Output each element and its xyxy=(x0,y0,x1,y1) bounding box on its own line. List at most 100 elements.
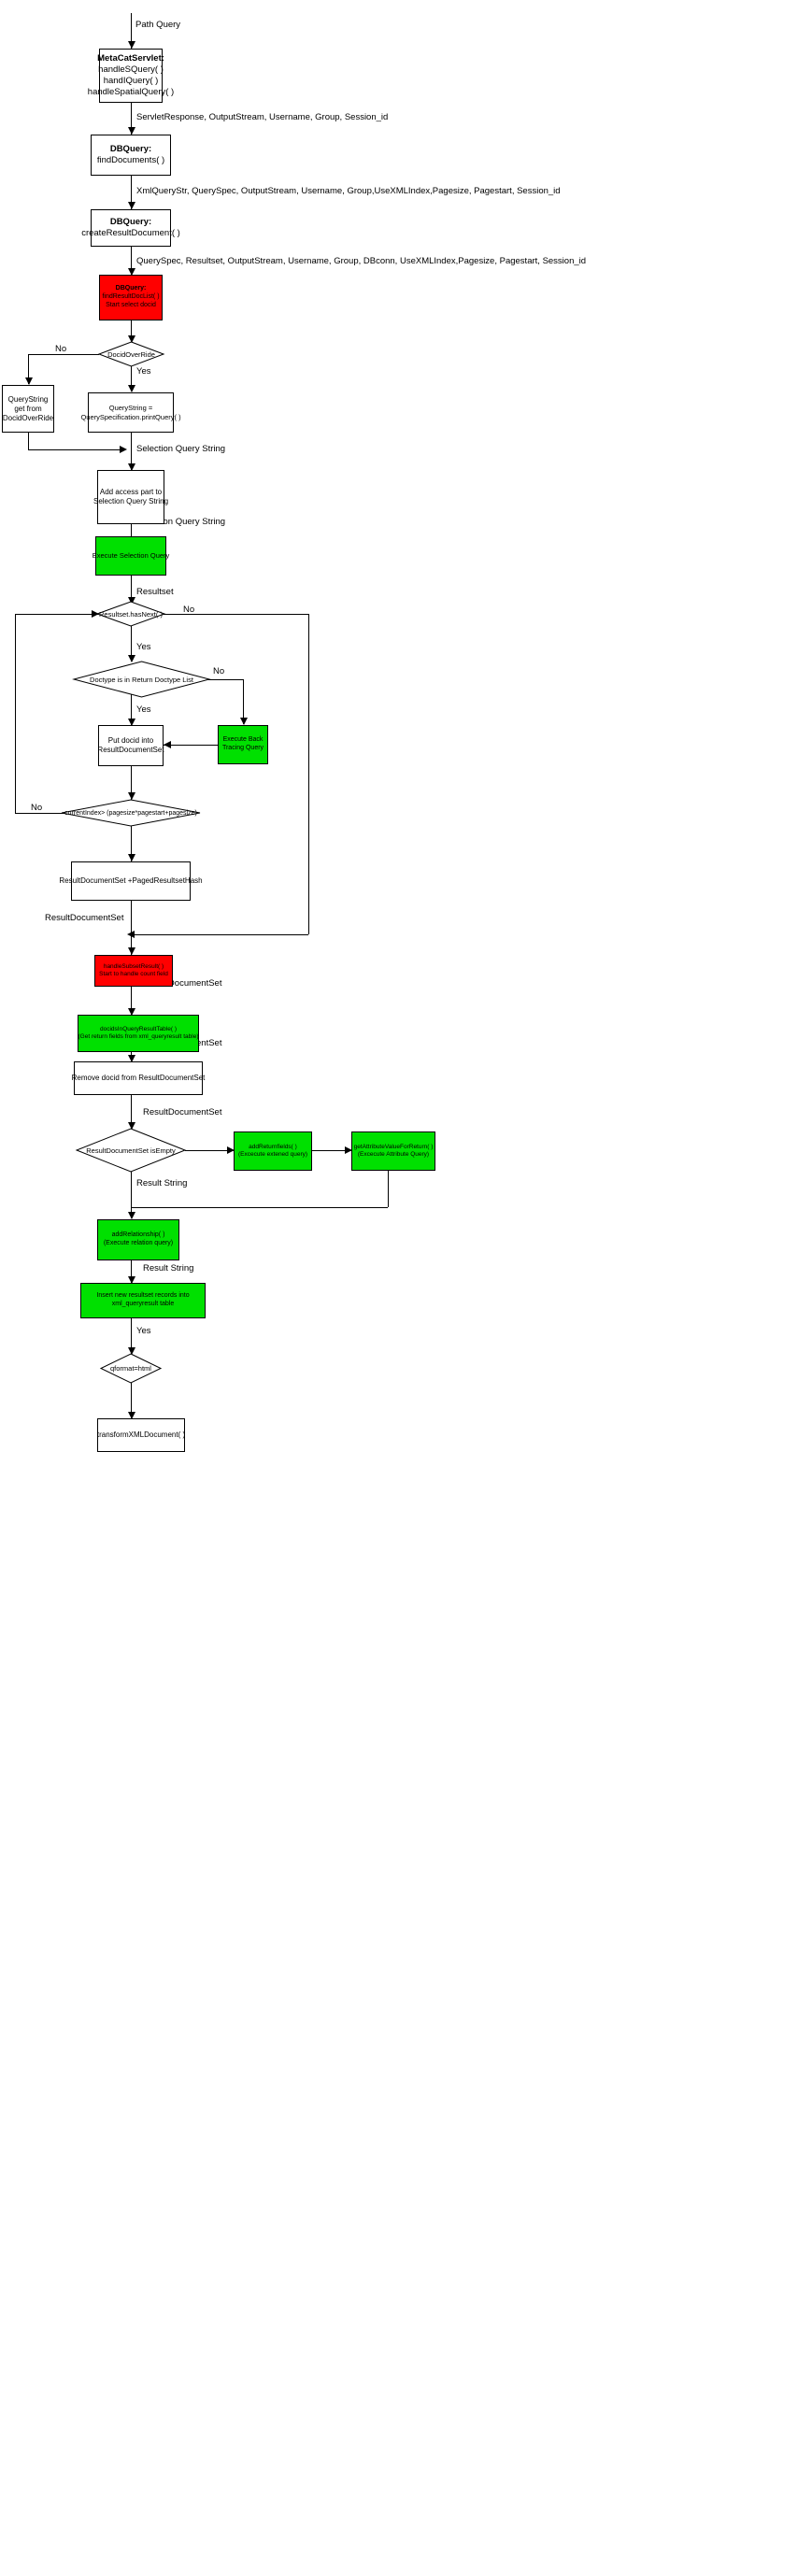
node-line: Start to handle count field xyxy=(99,971,168,977)
edge-label-rds-1: ResultDocumentSet xyxy=(45,913,124,923)
node-line: DocidOverRide xyxy=(2,413,54,422)
arrowhead xyxy=(127,597,135,605)
node-execute-back-tracing-query[interactable]: Execute Back Tracing Query xyxy=(218,725,268,764)
edge-currentindex-no xyxy=(15,813,73,814)
node-line: Insert new resultset records into xyxy=(96,1292,190,1300)
node-insert-new-resultset-records[interactable]: Insert new resultset records into xml_qu… xyxy=(80,1283,206,1318)
edge-querystring-down xyxy=(28,433,29,449)
edge-docidoverride-yes xyxy=(131,366,132,391)
edge-label-doctype-yes: Yes xyxy=(136,704,151,715)
edge-currentindex-no-back xyxy=(15,614,98,615)
node-line: addRelationship( ) xyxy=(111,1231,165,1239)
node-line: transformXMLDocument( ) xyxy=(96,1430,186,1439)
arrowhead xyxy=(127,202,135,209)
node-line: Execute Selection Query xyxy=(92,551,170,561)
arrowhead xyxy=(127,1008,135,1016)
node-title: DBQuery: xyxy=(109,144,152,155)
edge-find-to-create xyxy=(131,176,132,209)
arrowhead xyxy=(239,718,248,725)
arrowhead xyxy=(127,1212,135,1219)
node-dbquery-findresultdoclist[interactable]: DBQuery: findResultDocList( ) Start sele… xyxy=(99,275,163,320)
edge-getattr-down xyxy=(388,1170,389,1207)
edge-hasnext-yes xyxy=(131,626,132,662)
edge-printquery-down xyxy=(131,433,132,470)
edge-doctype-yes xyxy=(131,691,132,725)
arrowhead xyxy=(127,1055,135,1062)
node-decision-currentindex[interactable]: currentIndex> (pagesize*pagestart+pagesi… xyxy=(61,799,201,827)
arrowhead xyxy=(127,719,135,726)
node-line: Resultset.hasNext( ) xyxy=(99,609,163,619)
node-decision-docidoverride[interactable]: DocidOverRide xyxy=(97,341,165,367)
arrowhead xyxy=(127,41,135,49)
node-line: (Execute relation query) xyxy=(103,1240,174,1246)
diamond-shape xyxy=(75,1128,187,1173)
edge-label-rds-4: ResultDocumentSet xyxy=(143,1107,222,1117)
edge-hasnext-no-down xyxy=(308,614,309,934)
node-execute-selection-query[interactable]: Execute Selection Query xyxy=(93,536,169,576)
edge-findresultdoclist-to-docidoverride xyxy=(131,320,132,342)
arrowhead xyxy=(127,1412,135,1419)
node-line: createResultDocument( ) xyxy=(81,228,180,238)
node-addreturnfields[interactable]: addReturnfields( ) (Excecute extened que… xyxy=(234,1131,312,1171)
node-docidsinqueryresulttable[interactable]: docidsInQueryResultTable( ) (Get return … xyxy=(78,1015,199,1052)
node-decision-resultdocumentset-isempty[interactable]: ResultDocumentSet isEmpty xyxy=(75,1128,187,1173)
node-querystring-printquery[interactable]: QueryString = QuerySpecification.printQu… xyxy=(80,392,181,433)
node-line: QuerySpecification.printQuery( ) xyxy=(80,412,181,421)
node-line: handleSpatialQuery( ) xyxy=(87,86,175,97)
edge-label-xmlquerystr: XmlQueryStr, QuerySpec, OutputStream, Us… xyxy=(136,186,561,196)
node-dbquery-createresultdocument[interactable]: DBQuery: createResultDocument( ) xyxy=(81,209,180,247)
edge-docidoverride-no xyxy=(28,354,99,355)
edge-label-resultset: Resultset xyxy=(136,587,174,597)
edge-execsel-to-hasnext xyxy=(131,576,132,604)
edge-label-currentindex-no: No xyxy=(31,803,43,813)
edge-label-result-string-1: Result String xyxy=(136,1178,188,1188)
node-decision-qformat-html[interactable]: qformat=html xyxy=(99,1353,163,1384)
edge-start-to-servlet xyxy=(131,13,132,49)
arrowhead xyxy=(127,1276,135,1284)
edge-currentindex-no-up xyxy=(15,614,16,813)
node-resultdocumentset-pagedresultsethash[interactable]: ResultDocumentSet +PagedResultsetHash xyxy=(59,861,203,901)
node-line: Add access part to xyxy=(99,488,163,496)
edge-addreturnfields-to-getattr xyxy=(312,1150,351,1151)
node-line: findDocuments( ) xyxy=(96,155,165,165)
edge-label-docidoverride-no: No xyxy=(55,344,67,354)
node-line: get from xyxy=(14,404,42,413)
edge-backtrace-to-putdocid xyxy=(164,745,218,746)
diamond-shape xyxy=(61,799,201,827)
diamond-shape xyxy=(97,341,165,367)
node-line: Doctype is in Return Doctype List xyxy=(90,675,193,684)
node-querystring-from-docidoverride[interactable]: QueryString get from DocidOverRide xyxy=(2,385,54,433)
node-line: qformat=html xyxy=(110,1364,151,1373)
node-add-access-part[interactable]: Add access part to Selection Query Strin… xyxy=(93,470,168,524)
edge-isempty-down xyxy=(131,1170,132,1218)
node-line: DocidOverRide xyxy=(107,349,155,359)
edge-querystring-join xyxy=(28,449,125,450)
edge-doctype-no-down xyxy=(243,679,244,724)
node-decision-resultset-hasnext[interactable]: Resultset.hasNext( ) xyxy=(95,601,166,627)
node-metacatservlet[interactable]: MetaCatServlet: handleSQuery( ) handIQue… xyxy=(88,49,174,103)
arrowhead xyxy=(127,947,135,955)
node-line: docidsInQueryResultTable( ) xyxy=(99,1025,177,1032)
node-line: ResultDocumentSet isEmpty xyxy=(86,1146,176,1155)
edge-label-servlet-response: ServletResponse, OutputStream, Username,… xyxy=(136,112,389,122)
edge-label-docidoverride-yes: Yes xyxy=(136,366,151,377)
node-line: findResultDocList( ) xyxy=(102,293,160,301)
node-title: DBQuery: xyxy=(109,217,152,228)
node-getattributevalueforreturn[interactable]: getAttributeValueForReturn( ) (Excecute … xyxy=(351,1131,435,1171)
node-transformxmldocument[interactable]: transformXMLDocument( ) xyxy=(97,1418,185,1452)
edge-doctype-no xyxy=(208,679,243,680)
edge-label-selection-qs-2: Selection Query String xyxy=(136,517,226,527)
node-handlesubsetresult[interactable]: handleSubsetResult( ) Start to handle co… xyxy=(94,955,173,987)
node-line: (Get return fields from xml_queryresult … xyxy=(78,1033,199,1040)
node-put-docid-into-resultdocumentset[interactable]: Put docid into ResultDocumentSet xyxy=(97,725,164,766)
edge-addrelationship-to-insert xyxy=(131,1260,132,1283)
edge-label-hasnext-no: No xyxy=(183,605,195,615)
node-line: handleSQuery( ) xyxy=(98,64,164,76)
arrowhead xyxy=(92,610,99,618)
node-addrelationship[interactable]: addRelationship( ) (Execute relation que… xyxy=(97,1219,179,1260)
node-dbquery-finddocuments[interactable]: DBQuery: findDocuments( ) xyxy=(91,135,171,176)
node-line: (Excecute Attribute Query) xyxy=(357,1151,430,1158)
node-line: QueryString xyxy=(7,394,49,404)
node-decision-doctype-in-return-list[interactable]: Doctype is in Return Doctype List xyxy=(72,661,211,698)
node-remove-docid[interactable]: Remove docid from ResultDocumentSet xyxy=(72,1061,205,1095)
